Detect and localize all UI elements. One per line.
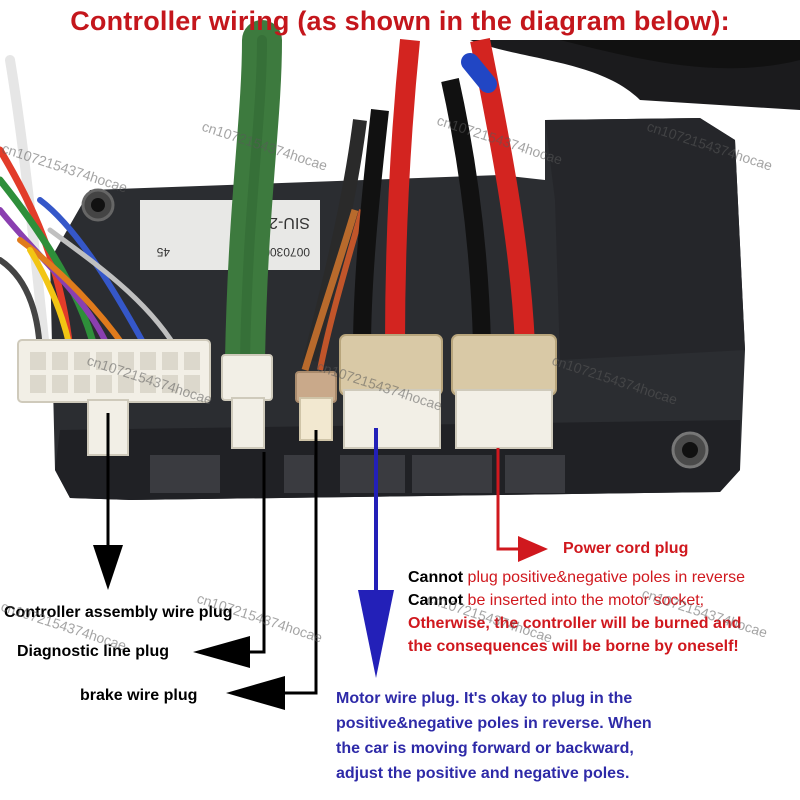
motor-plug (339, 334, 443, 396)
power-warning-line-1: Cannot plug positive&negative poles in r… (408, 569, 746, 586)
arrow-brake (226, 430, 318, 710)
label-power-cord: Power cord plug (563, 540, 689, 557)
motor-wire-red (385, 39, 420, 346)
sticker-line-2: 45 (156, 245, 170, 259)
motor-note-line-1: Motor wire plug. It's okay to plug in th… (336, 690, 633, 707)
label-brake: brake wire plug (80, 687, 198, 704)
power-plug (451, 334, 557, 396)
motor-socket (343, 389, 441, 449)
power-socket (455, 389, 553, 449)
power-warning-line-3: Otherwise, the controller will be burned… (408, 615, 742, 632)
label-diagnostic: Diagnostic line plug (17, 643, 170, 660)
brake-wire-brown (301, 208, 359, 372)
arrow-motor (358, 428, 394, 678)
controller-assembly-plug (17, 339, 211, 403)
power-warning-line-2: Cannot be inserted into the motor socket… (408, 592, 705, 609)
sticker-line-3: SIU-2 (269, 214, 310, 231)
power-warning-line-4: the consequences will be borne by onesel… (408, 638, 739, 655)
label-controller-assembly: Controller assembly wire plug (4, 604, 233, 621)
brake-wire-orange (317, 209, 365, 371)
motor-wire-black (353, 109, 389, 351)
blue-terminal (461, 53, 497, 93)
controller-cover (545, 118, 745, 360)
arrow-diagnostic (193, 452, 266, 668)
arrow-power (496, 448, 548, 562)
arrow-controller-assembly (93, 413, 123, 590)
motor-note-line-4: adjust the positive and negative poles. (336, 765, 630, 782)
power-warning: Cannot plug positive&negative poles in r… (408, 566, 800, 658)
motor-note-line-3: the car is moving forward or backward, (336, 740, 634, 757)
motor-note-line-2: positive&negative poles in reverse. When (336, 715, 652, 732)
diagnostic-socket (231, 397, 265, 449)
diagnostic-plug (221, 354, 273, 401)
motor-note: Motor wire plug. It's okay to plug in th… (336, 686, 736, 786)
power-wire-black (441, 78, 491, 346)
cable-top-right (560, 40, 800, 69)
page-title: Controller wiring (as shown in the diagr… (70, 6, 730, 36)
